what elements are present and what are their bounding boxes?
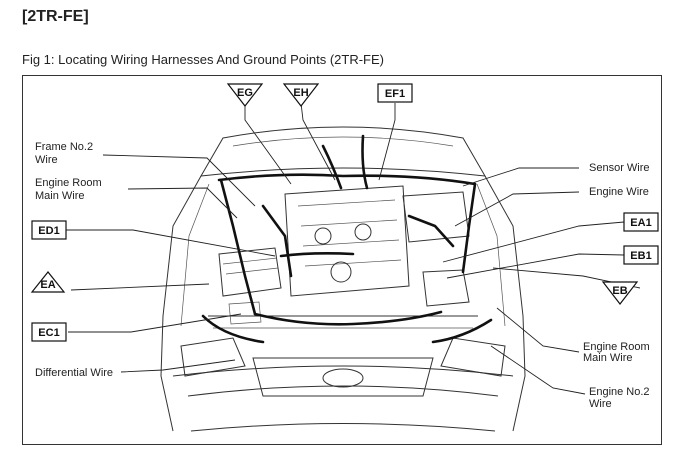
connector-ef1: EF1: [377, 83, 413, 103]
connector-eb1: EB1: [623, 245, 659, 265]
sensor-wire-label: Sensor Wire: [589, 162, 650, 174]
ground-point-eg-label: EG: [237, 87, 253, 99]
connector-ea1: EA1: [623, 212, 659, 232]
differential-wire-label: Differential Wire: [35, 367, 113, 379]
engine-bay-illustration: EG EH EA EB EF1 ED1 EC1 EA1 EB1 Frame No…: [30, 83, 659, 432]
engine-room-main-wire-left-label-line2: Main Wire: [35, 190, 85, 202]
connector-ec1: EC1: [31, 322, 67, 342]
wiring-diagram-frame: EG EH EA EB EF1 ED1 EC1 EA1 EB1 Frame No…: [22, 75, 662, 445]
connector-ed1: ED1: [31, 220, 67, 240]
ground-point-eg: EG: [226, 83, 264, 107]
connector-ea1-label: EA1: [630, 217, 651, 229]
engine-no2-wire-label-line1: Engine No.2: [589, 386, 650, 398]
ground-point-eh: EH: [282, 83, 320, 107]
ground-point-ea: EA: [30, 271, 66, 293]
vehicle-outline: [160, 126, 526, 432]
wiring-harness: [201, 134, 493, 344]
section-heading: [2TR-FE]: [22, 8, 89, 25]
engine-no2-wire-label-line2: Wire: [589, 398, 612, 410]
engine-room-main-wire-left-label-line1: Engine Room: [35, 177, 102, 189]
connector-ec1-label: EC1: [38, 327, 59, 339]
ground-point-ea-label: EA: [40, 279, 55, 291]
engine-room-main-wire-right-label-line1: Engine Room: [583, 341, 650, 353]
frame-no2-wire-label-line1: Frame No.2: [35, 141, 93, 153]
connector-ef1-label: EF1: [385, 88, 405, 100]
ground-point-eh-label: EH: [293, 87, 308, 99]
engine-wire-label: Engine Wire: [589, 186, 649, 198]
ground-point-eb-label: EB: [612, 285, 627, 297]
leader-lines: [65, 102, 641, 395]
engine-room-main-wire-right-label-line2: Main Wire: [583, 352, 633, 364]
ground-point-eb: EB: [601, 281, 639, 305]
connector-ed1-label: ED1: [38, 225, 59, 237]
frame-no2-wire-label-line2: Wire: [35, 154, 58, 166]
figure-caption: Fig 1: Locating Wiring Harnesses And Gro…: [22, 52, 384, 67]
connector-eb1-label: EB1: [630, 250, 651, 262]
